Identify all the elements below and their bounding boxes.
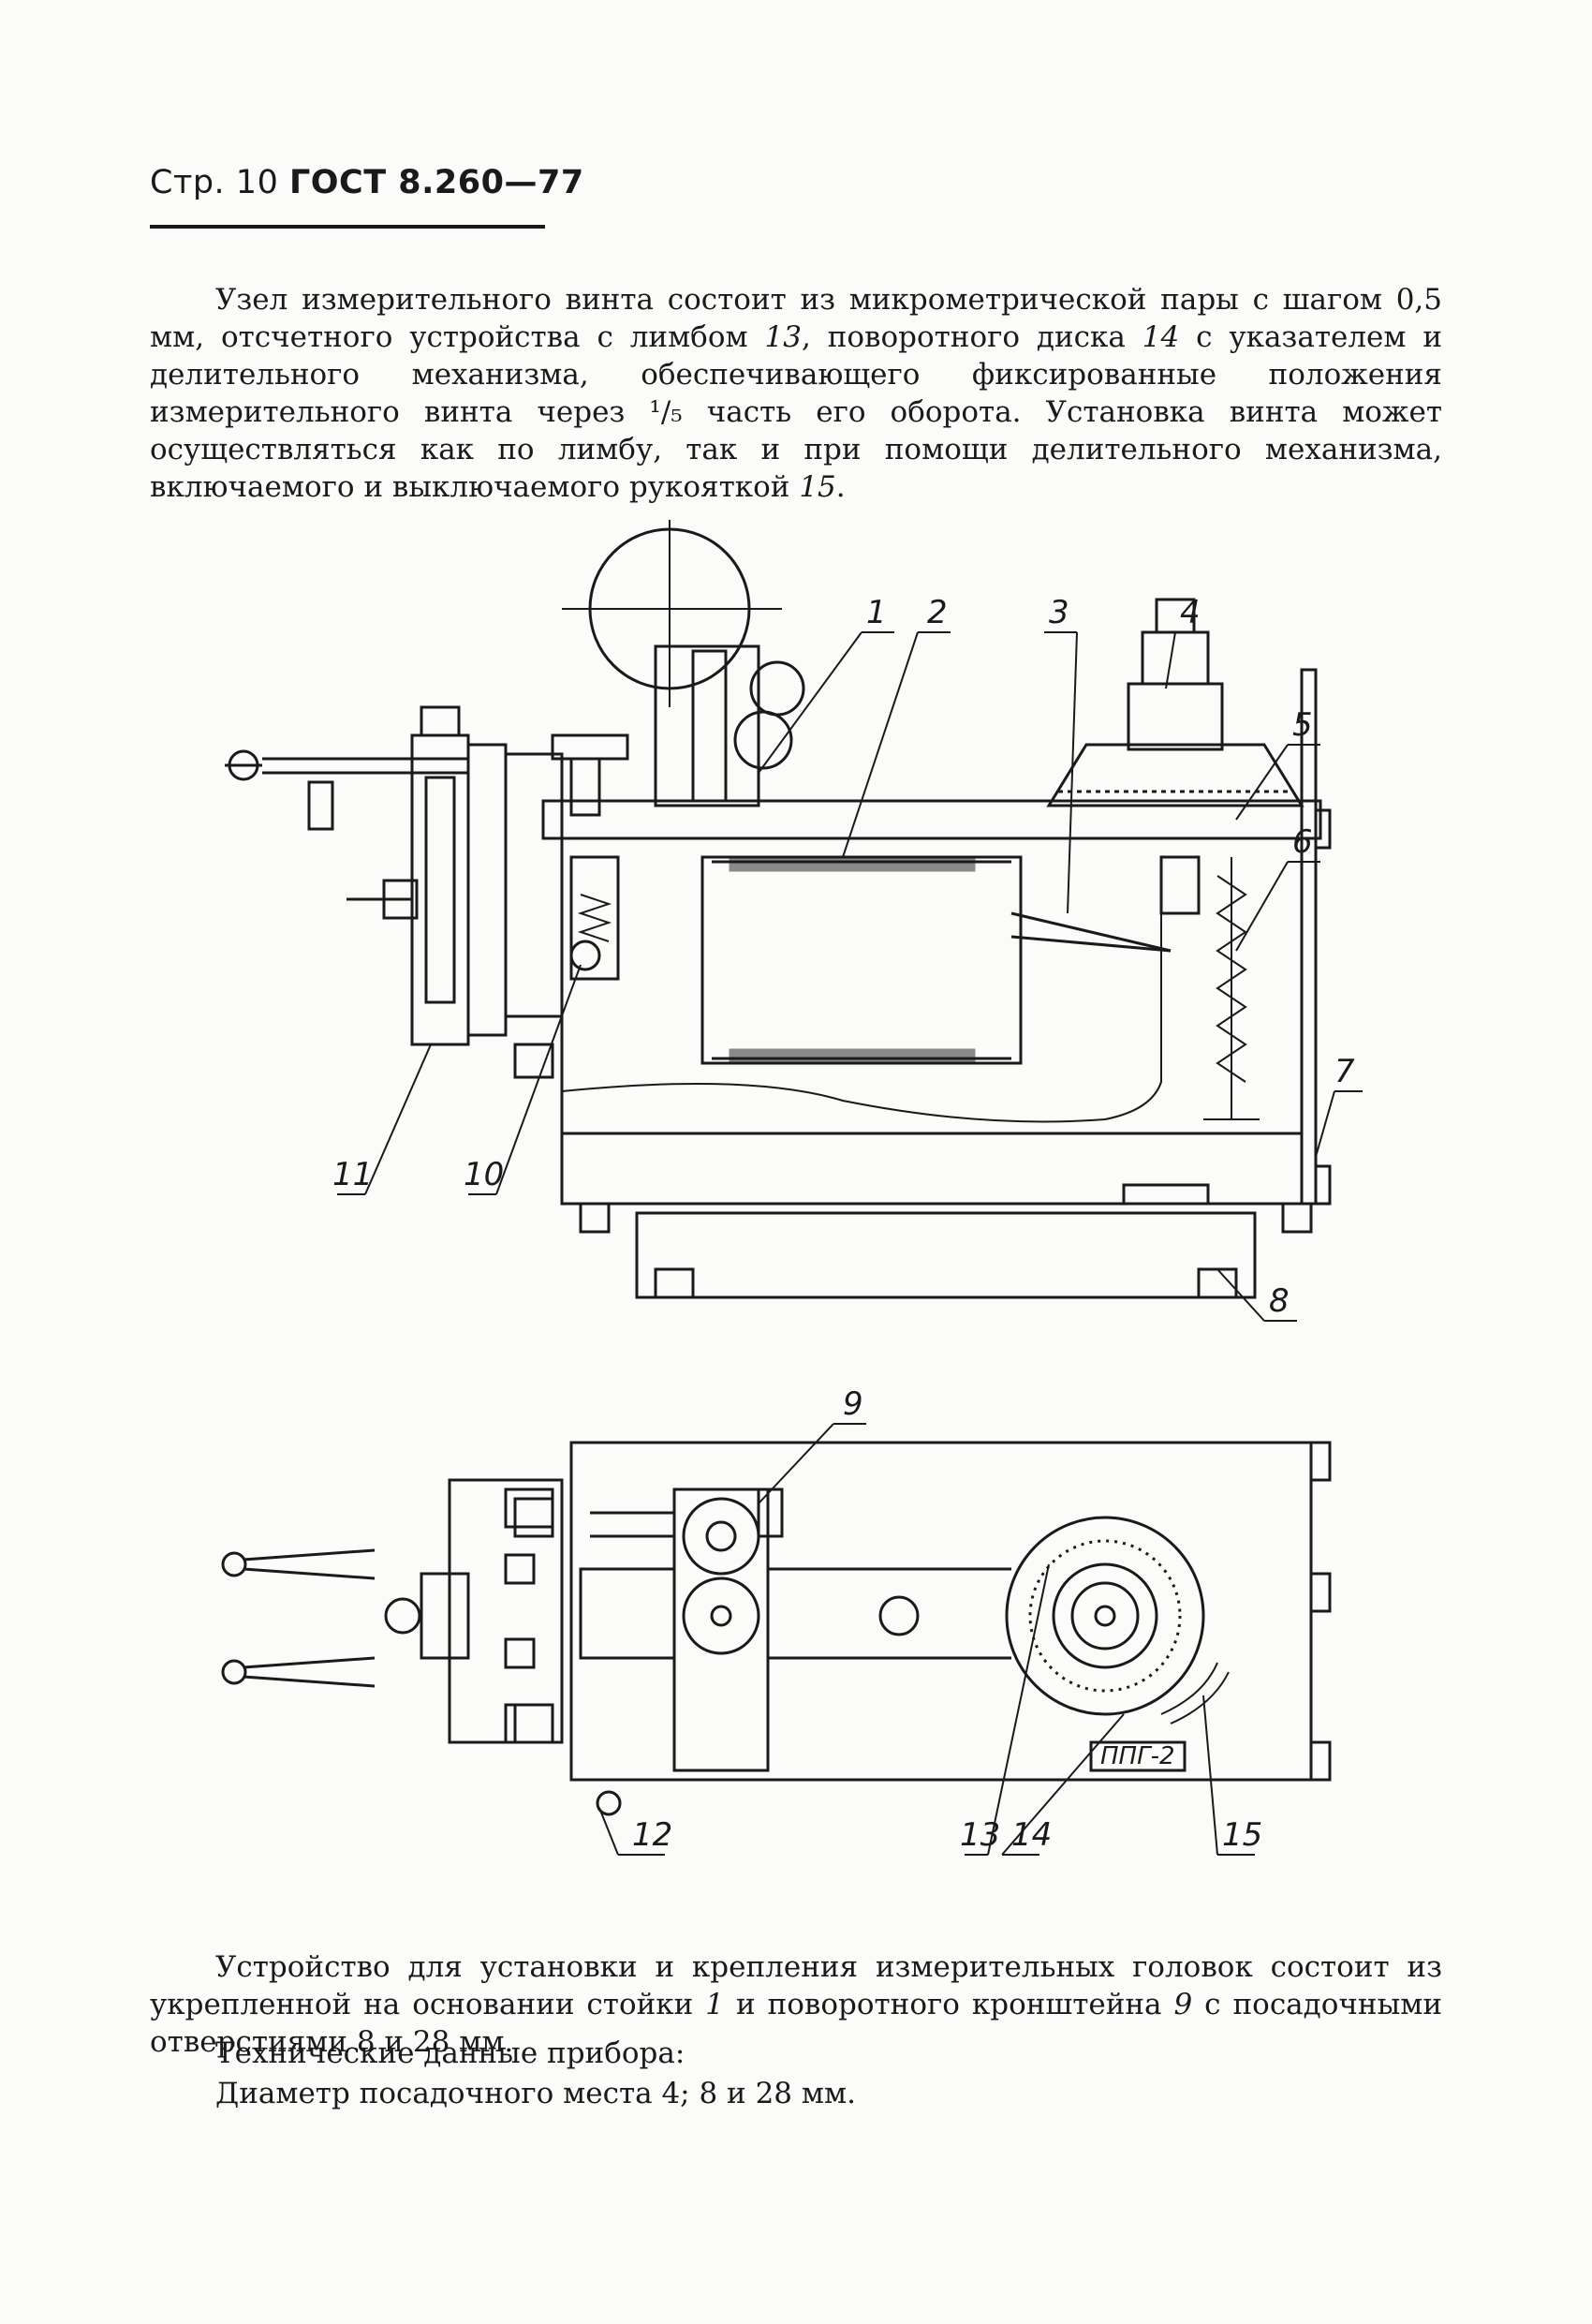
callout-12: 12 (632, 1816, 672, 1854)
figure-side-view: 1 2 3 4 5 6 7 8 10 11 (225, 520, 1363, 1322)
text: . (835, 470, 846, 504)
callout-3: 3 (1049, 594, 1069, 631)
text: с посадочными отверстиями 8 и 28 мм. (150, 1988, 1443, 2059)
ref-13: 13 (764, 320, 802, 354)
text: Узел измерительного винта состоит из мик… (150, 283, 1442, 354)
callout-6: 6 (1292, 823, 1313, 861)
text: , поворотного диска (801, 320, 1142, 354)
ref-14: 14 (1142, 320, 1180, 354)
callout-11: 11 (332, 1156, 373, 1193)
header-rule (150, 225, 545, 229)
callout-2: 2 (927, 594, 948, 631)
callout-7: 7 (1334, 1053, 1355, 1090)
text: Устройство для установки и крепления изм… (150, 1950, 1442, 2021)
ref-15: 15 (799, 470, 836, 504)
page-number: Стр. 10 (150, 164, 279, 201)
specs-heading: Технические данные прибора: (215, 2036, 685, 2070)
callout-14: 14 (1011, 1816, 1052, 1854)
text: и поворотного кронштейна (724, 1988, 1174, 2021)
standard-number: ГОСТ 8.260—77 (288, 164, 584, 201)
text: часть его оборота. Установка винта может… (150, 395, 1442, 504)
text: с указателем и делительного механизма, о… (150, 320, 1443, 429)
paragraph-mounting-device: Устройство для установки и крепления изм… (150, 1948, 1442, 2061)
ref-1: 1 (705, 1988, 724, 2021)
page-header: Стр. 10 ГОСТ 8.260—77 (150, 164, 584, 201)
callout-10: 10 (464, 1156, 504, 1193)
ref-9: 9 (1173, 1988, 1193, 2021)
callout-4: 4 (1180, 594, 1201, 631)
callout-5: 5 (1292, 706, 1313, 744)
callout-9: 9 (843, 1386, 863, 1423)
callout-15: 15 (1222, 1816, 1262, 1854)
callout-1: 1 (866, 594, 887, 631)
callout-8: 8 (1269, 1282, 1290, 1320)
device-plate-label: ППГ-2 (1100, 1742, 1175, 1770)
callout-13: 13 (960, 1816, 1000, 1854)
figure-top-view: 9 12 13 14 15 ППГ-2 (221, 1386, 1332, 1856)
paragraph-measuring-screw: Узел измерительного винта состоит из мик… (150, 281, 1442, 506)
fraction: ¹/₅ (649, 395, 683, 429)
specs-diameter: Диаметр посадочного места 4; 8 и 28 мм. (215, 2077, 856, 2110)
